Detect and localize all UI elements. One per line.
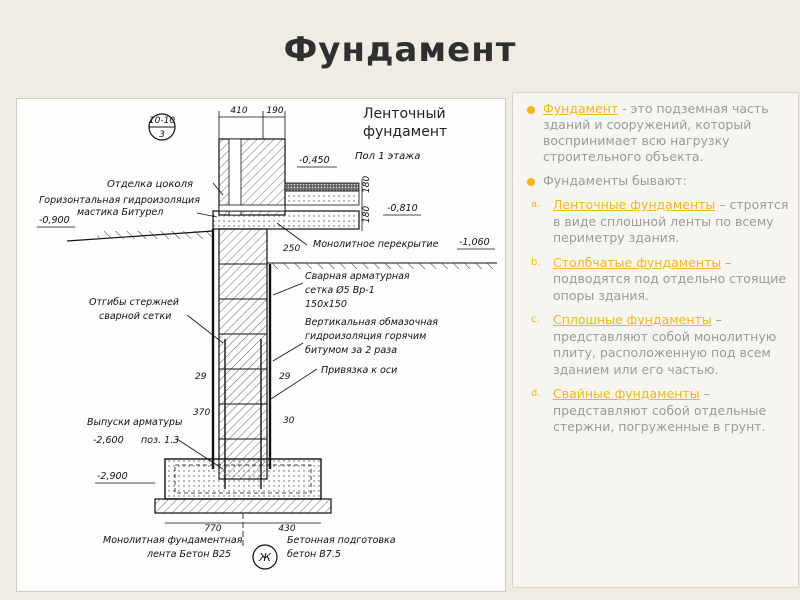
dim-29-left: 29	[195, 372, 207, 382]
dim-190: 190	[266, 106, 283, 116]
type-text: – подводятся под отдельно стоящие опоры …	[553, 254, 787, 303]
dim-180b: 180	[362, 206, 372, 223]
drawing-caption-line-1: Ленточный	[363, 106, 446, 122]
foundation-section-svg: 10-10 3 410 190	[37, 106, 497, 570]
level-2900: -2,900	[97, 471, 128, 482]
definition-text: - это подземная часть зданий и сооружени…	[543, 101, 769, 164]
label-vert-1: Вертикальная обмазочная	[305, 317, 438, 328]
label-slab: Монолитное перекрытие	[313, 239, 439, 250]
section-bottom-label: 3	[159, 130, 165, 140]
level-0450: -0,450	[299, 155, 330, 166]
label-mesh-1: Сварная арматурная	[305, 271, 410, 282]
label-axis: Привязка к оси	[321, 365, 397, 376]
label-vert-2: гидроизоляция горячим	[305, 331, 426, 342]
type-item-strip: a. Ленточные фундаменты – строятся в вид…	[531, 197, 798, 247]
label-prep-1: Бетонная подготовка	[287, 535, 396, 546]
level-0900: -0,900	[39, 215, 70, 226]
dim-30: 30	[283, 416, 295, 426]
dim-370: 370	[193, 408, 210, 418]
label-vert-3: битумом за 2 раза	[305, 345, 397, 356]
label-mesh-size: 150x150	[305, 299, 347, 310]
label-hydro-1: Горизонтальная гидроизоляция	[39, 195, 200, 206]
dim-250: 250	[283, 244, 300, 254]
axis-marker	[252, 544, 278, 570]
level-1060: -1,060	[459, 237, 490, 248]
monolithic-slab	[212, 210, 360, 230]
floor-layer	[284, 182, 360, 192]
label-floor: Пол 1 этажа	[355, 151, 420, 162]
drawing-caption-line-2: фундамент	[363, 124, 448, 140]
axis-letter: Ж	[258, 551, 272, 564]
type-marker: c.	[531, 314, 540, 325]
type-text: – представляют собой монолитную плиту, р…	[553, 312, 777, 377]
text-panel: Фундамент - это подземная часть зданий и…	[512, 92, 799, 588]
link-slab-foundation[interactable]: Сплошные фундаменты	[553, 312, 712, 327]
dim-180a: 180	[362, 176, 372, 193]
type-item-slab: c. Сплошные фундаменты – представляют со…	[531, 312, 798, 378]
foundation-tape	[164, 458, 322, 500]
link-column-foundation[interactable]: Столбчатые фундаменты	[553, 254, 722, 270]
bullet-list: Фундамент - это подземная часть зданий и…	[513, 93, 798, 189]
section-top-label: 10-10	[149, 116, 175, 126]
types-heading: Фундаменты бывают:	[543, 173, 687, 188]
type-item-column: b. Столбчатые фундаменты – подводятся по…	[531, 255, 798, 305]
dim-410: 410	[230, 106, 247, 116]
types-list: a. Ленточные фундаменты – строятся в вид…	[521, 197, 798, 436]
level-2600: -2,600	[93, 435, 124, 446]
slide-title: Фундамент	[283, 30, 517, 70]
label-prep-2: бетон В7.5	[287, 549, 341, 560]
level-0810: -0,810	[387, 203, 418, 214]
drawing-caption: Ленточный фундамент	[363, 105, 503, 141]
link-pile-foundation[interactable]: Свайные фундаменты	[553, 386, 700, 401]
concrete-preparation	[154, 498, 332, 514]
label-rebar-2: поз. 1.3	[141, 435, 179, 446]
foundation-drawing: 10-10 3 410 190	[16, 98, 506, 592]
bullet-definition: Фундамент - это подземная часть зданий и…	[523, 101, 790, 165]
foundation-wall	[218, 228, 268, 480]
label-rebar-1: Выпуски арматуры	[87, 417, 183, 428]
label-mesh-2: сетка Ø5 Вр-1	[305, 285, 375, 296]
label-plinth: Отделка цоколя	[107, 179, 193, 190]
type-marker: a.	[531, 199, 541, 210]
link-foundation[interactable]: Фундамент	[543, 101, 619, 116]
type-item-pile: d. Свайные фундаменты – представляют соб…	[531, 386, 798, 436]
dim-29-right: 29	[279, 372, 291, 382]
label-bends-2: сварной сетки	[99, 311, 171, 322]
dim-770: 770	[204, 524, 221, 534]
label-tape-1: Монолитная фундаментная	[103, 535, 243, 546]
label-hydro-2: мастика Битурел	[77, 207, 163, 218]
link-strip-foundation[interactable]: Ленточные фундаменты	[553, 197, 716, 212]
type-marker: d.	[531, 388, 541, 399]
bullet-types-heading: Фундаменты бывают:	[523, 173, 790, 189]
dim-430: 430	[278, 524, 295, 534]
label-bends-1: Отгибы стержней	[89, 297, 179, 308]
type-marker: b.	[531, 256, 541, 268]
type-text: – строятся в виде сплошной ленты по всем…	[553, 197, 789, 245]
type-text: – представляют собой отдельные стержни, …	[553, 386, 767, 434]
label-tape-2: лента Бетон В25	[146, 549, 231, 560]
